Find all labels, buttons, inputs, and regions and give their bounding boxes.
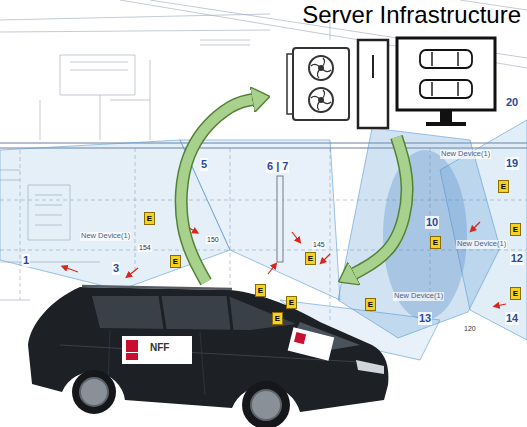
pc-tower-icon-part <box>358 40 388 128</box>
vehicle-photo-part <box>82 286 232 289</box>
sensor-marker: E <box>510 223 521 236</box>
sensor-direction-arrows-part <box>64 267 78 272</box>
sensor-direction-arrows-part <box>322 254 330 262</box>
group-heading: Server Infrastructure <box>302 2 521 28</box>
cycle-arrow <box>354 137 407 273</box>
room-number: 154 <box>138 244 152 252</box>
vehicle-photo-part <box>80 378 108 406</box>
server-group: Server Infrastructure <box>270 2 523 137</box>
vehicle-photo-part <box>108 330 205 395</box>
vehicle-photo-part <box>126 353 138 360</box>
monitor-icon-part <box>426 122 466 126</box>
room-number: 145 <box>312 241 326 249</box>
sensor-marker: E <box>255 284 266 297</box>
callout-number: 14 <box>505 312 519 325</box>
callout-number: 1 <box>22 254 30 267</box>
monitor-icon-part <box>420 50 472 68</box>
sensor-marker: E <box>305 252 316 265</box>
monitor-icon-part <box>432 52 458 96</box>
sensor-marker: E <box>144 212 155 225</box>
monitor-icon-part <box>420 80 472 98</box>
callout-number: 12 <box>510 252 524 265</box>
callout-number: 3 <box>112 262 120 275</box>
sensor-direction-arrows-part <box>292 232 299 241</box>
cycle-arrow-outline <box>354 137 407 273</box>
pc-tower-icon-part <box>372 55 374 78</box>
cycle-arrow-body <box>354 137 407 273</box>
room-number: 150 <box>206 236 220 244</box>
monitor-icon <box>397 38 495 126</box>
sensor-marker: E <box>498 180 509 193</box>
vehicle-photo-part <box>160 296 232 330</box>
sensor-marker: E <box>365 298 376 311</box>
device-label: New Device(1) <box>393 292 444 301</box>
callout-number: 20 <box>505 96 519 109</box>
monitor-icon-part <box>397 38 495 110</box>
callout-number: 13 <box>418 312 432 325</box>
sensor-coverage-part <box>338 128 500 338</box>
room-number: 120 <box>463 325 477 333</box>
cycle-arrow-body <box>181 100 252 282</box>
vehicle-photo-part <box>126 340 138 352</box>
monitor-icon-part <box>440 110 452 122</box>
vehicle: NFF <box>22 282 390 427</box>
vehicle-photo-part <box>242 381 290 427</box>
vehicle-photo-part <box>92 296 296 330</box>
pc-tower-icon <box>358 40 388 128</box>
sensor-direction-arrows-part <box>496 304 506 306</box>
cycle-arrow <box>181 100 252 282</box>
sensor-marker: E <box>170 255 181 268</box>
logo-text: NFF <box>150 342 169 353</box>
vehicle-photo <box>28 286 388 427</box>
vehicle-photo-part <box>72 370 116 414</box>
callout-number: 19 <box>505 157 519 170</box>
vehicle-photo-part <box>294 332 306 344</box>
gpu-icon-part <box>311 58 331 110</box>
sensor-direction-arrows-part <box>472 222 480 230</box>
sensor-direction-arrows-part <box>128 268 138 276</box>
cycle-arrow-outline <box>181 100 252 282</box>
plan-lines-part <box>40 60 150 140</box>
sensor-direction-arrows-part <box>268 265 275 274</box>
callout-number: 6 | 7 <box>266 160 289 173</box>
plan-lines-part <box>60 55 135 95</box>
sensor-marker: E <box>510 287 521 300</box>
vehicle-photo-part <box>122 336 192 364</box>
sensor-marker: E <box>286 296 297 309</box>
vehicle-photo-part <box>28 287 388 412</box>
vehicle-photo-part <box>356 360 384 374</box>
callout-number: 10 <box>425 216 439 229</box>
vehicle-photo-part <box>251 390 281 420</box>
device-label: New Device(1) <box>456 240 507 249</box>
gpu-icon <box>287 48 349 120</box>
sensor-marker: E <box>272 312 283 325</box>
device-label: New Device(1) <box>80 232 131 241</box>
sensor-marker: E <box>430 236 441 249</box>
gpu-icon-part <box>293 48 349 120</box>
callout-number: 5 <box>200 158 208 171</box>
device-label: New Device(1) <box>440 150 491 159</box>
vehicle-photo-part <box>288 327 335 360</box>
